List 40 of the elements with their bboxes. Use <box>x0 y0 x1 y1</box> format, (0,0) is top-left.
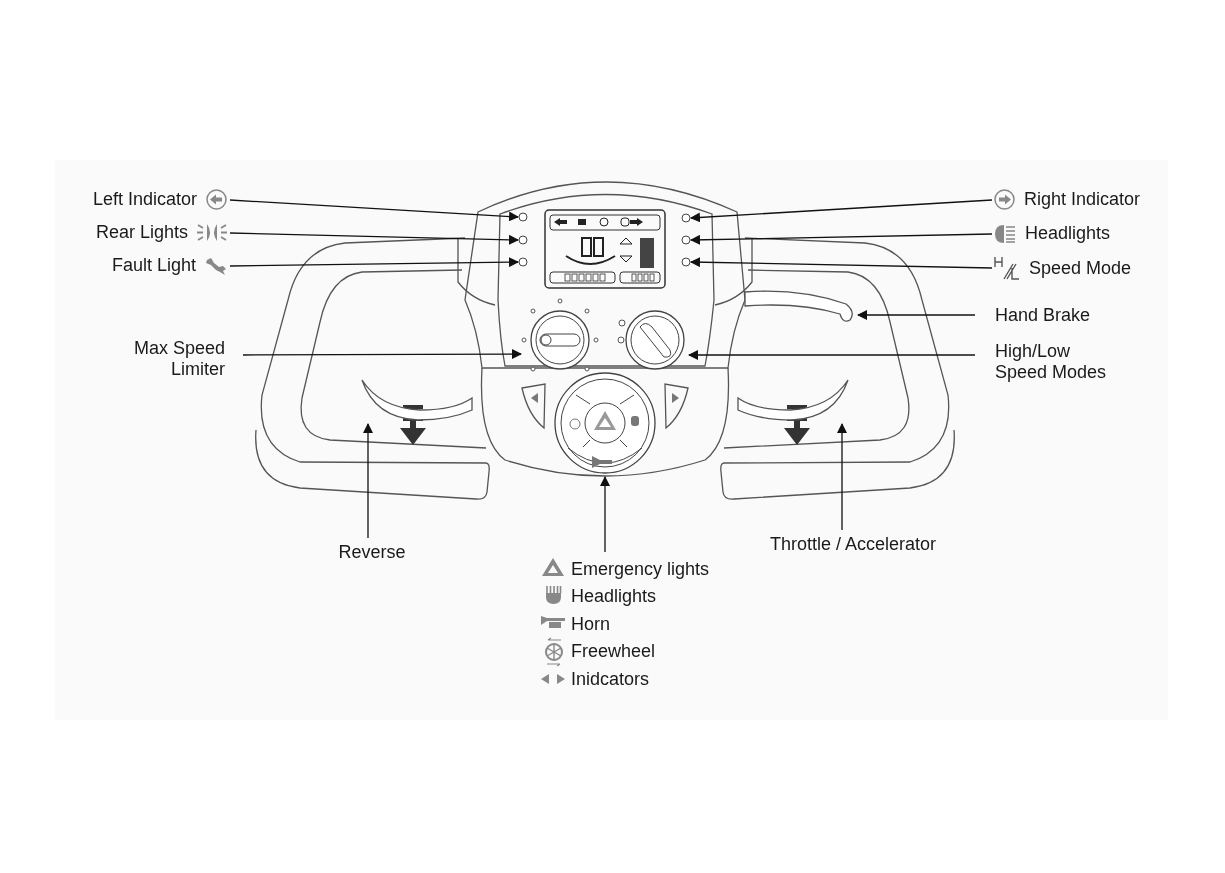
leader-line <box>690 199 993 223</box>
button-label: Freewheel <box>571 641 657 663</box>
indicator-lamp <box>518 257 528 267</box>
callout-label: Speed Mode <box>1029 257 1132 279</box>
indicator-lamp <box>681 235 691 245</box>
leader-line <box>229 199 519 222</box>
leader-line <box>229 257 519 268</box>
leader-line <box>688 350 976 360</box>
reverse-paddle <box>361 379 473 421</box>
leader-line <box>690 233 993 245</box>
callout-label: Fault Light <box>111 255 196 276</box>
speed-limiter-knob <box>521 298 599 372</box>
indicator-lamp <box>518 212 528 222</box>
callout-label: Hand Brake <box>995 305 1091 326</box>
speed-mode-knob <box>617 310 685 370</box>
leader-line <box>690 257 993 269</box>
throttle-paddle <box>737 379 849 421</box>
callout-label: Left Indicator <box>92 189 197 210</box>
button-label: Emergency lights <box>571 559 710 580</box>
button-label: Inidcators <box>571 668 651 690</box>
leader-line <box>242 349 522 360</box>
indicator-lamp <box>518 235 528 245</box>
button-label: Horn <box>571 613 611 635</box>
callout-label: Reverse <box>252 542 492 563</box>
leader-line <box>857 310 976 320</box>
callout-label: Rear Lights <box>95 222 188 243</box>
button-label: Headlights <box>571 586 658 608</box>
leader-line <box>363 423 373 539</box>
indicator-lamp <box>681 213 691 223</box>
leader-line <box>600 476 610 553</box>
callout-label: Max Speed Limiter <box>125 338 225 380</box>
leader-line <box>229 232 519 245</box>
control-button-cluster <box>554 372 656 474</box>
leader-line <box>837 423 847 531</box>
brake-lever <box>744 290 853 322</box>
callout-label: Throttle / Accelerator <box>733 534 973 555</box>
callout-label: Right Indicator <box>1024 189 1141 210</box>
callout-label: Headlights <box>1025 223 1111 244</box>
indicator-lamp <box>681 257 691 267</box>
callout-label: High/Low Speed Modes <box>995 341 1113 383</box>
